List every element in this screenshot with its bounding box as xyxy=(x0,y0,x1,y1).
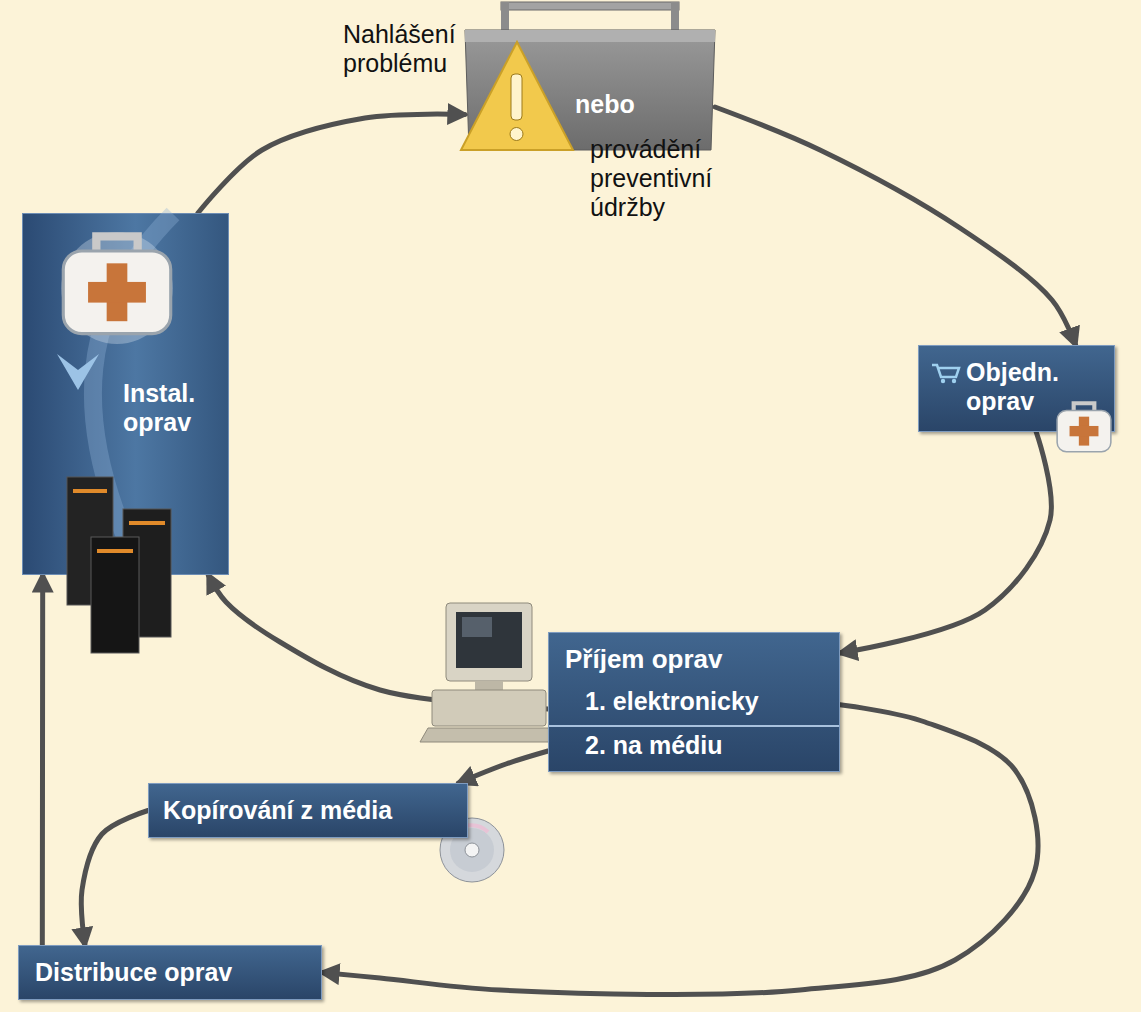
toolbox-icon xyxy=(465,2,715,150)
warning-triangle-part xyxy=(511,74,522,120)
distribute-box: Distribuce oprav xyxy=(18,945,322,1000)
toolbox-node: Nahlášení problémuneboprovádění preventi… xyxy=(465,2,715,152)
cart-icon-part xyxy=(941,379,945,383)
warning-triangle xyxy=(461,42,573,150)
cycle-arrow xyxy=(715,107,1076,345)
divider-line xyxy=(549,725,839,727)
box-heading: Příjem oprav xyxy=(565,645,723,675)
maintenance-label: provádění preventivní údržby xyxy=(590,135,715,221)
node-icon-part xyxy=(61,232,173,344)
cycle-arrow xyxy=(458,751,548,783)
server-icon-part xyxy=(73,489,107,493)
computer-icon-part xyxy=(420,728,556,742)
or-label: nebo xyxy=(575,90,635,119)
warning-triangle-part xyxy=(510,128,523,141)
medkit-icon xyxy=(1057,403,1111,452)
computer-icon-part xyxy=(432,690,546,726)
node-icon xyxy=(53,346,103,396)
computer-icon-part xyxy=(462,617,492,637)
cycle-arrow xyxy=(40,575,45,945)
node-icon xyxy=(55,222,179,346)
cart-icon xyxy=(932,365,959,383)
medkit-icon xyxy=(63,236,170,333)
server-icon xyxy=(67,477,171,653)
server-icon-part xyxy=(91,537,139,653)
cd-disc-part xyxy=(465,843,479,857)
node-icon xyxy=(931,362,961,384)
server-icon-part xyxy=(67,477,113,605)
order-box: Objedn. oprav xyxy=(918,345,1115,432)
medkit-icon-part xyxy=(63,251,170,334)
toolbox-icon-part xyxy=(501,2,679,10)
node-icon xyxy=(65,469,190,654)
node-icon xyxy=(465,2,715,152)
medkit-icon-part xyxy=(1079,417,1089,446)
box-label: Kopírování z média xyxy=(163,796,392,825)
toolbox-icon-part xyxy=(501,2,509,32)
cycle-arrow xyxy=(81,811,148,946)
toolbox-icon-part xyxy=(465,30,715,42)
computer-icon xyxy=(420,603,556,742)
copy-box: Kopírování z média xyxy=(148,783,468,838)
server-icon-part xyxy=(129,521,165,525)
cart-icon-part xyxy=(952,379,956,383)
cycle-arrow xyxy=(198,114,465,213)
cycle-arrow xyxy=(208,575,548,709)
cart-icon-part xyxy=(932,365,959,377)
medkit-icon-part xyxy=(1057,410,1111,451)
box-label: Objedn. oprav xyxy=(966,358,1076,416)
medkit-icon-part xyxy=(96,236,137,250)
server-icon-part xyxy=(123,509,171,637)
computer-icon-part xyxy=(456,612,522,668)
toolbox-icon-part xyxy=(671,2,679,32)
medkit-icon-part xyxy=(107,263,128,321)
toolbox-icon-part xyxy=(465,30,715,150)
panel-label: Instal. oprav xyxy=(123,379,219,437)
medkit-icon-part xyxy=(88,282,146,303)
install-panel: Instal. oprav xyxy=(22,213,229,575)
option-item: 2. na médiu xyxy=(585,731,723,760)
box-label: Distribuce oprav xyxy=(35,958,232,987)
option-item: 1. elektronicky xyxy=(585,687,759,716)
medkit-icon-part xyxy=(1074,403,1095,410)
cycle-arrow xyxy=(840,432,1051,653)
cycle-arrow xyxy=(322,705,1038,995)
node-icon xyxy=(1053,396,1115,458)
medkit-icon-part xyxy=(1070,426,1099,436)
warning-triangle-part xyxy=(461,42,573,150)
down-chevron xyxy=(57,354,99,390)
server-icon-part xyxy=(97,549,133,553)
computer-icon-part xyxy=(446,603,532,681)
problem-label: Nahlášení problému xyxy=(343,20,478,78)
receive-box: Příjem oprav 1. elektronicky 2. na médiu xyxy=(548,632,840,772)
